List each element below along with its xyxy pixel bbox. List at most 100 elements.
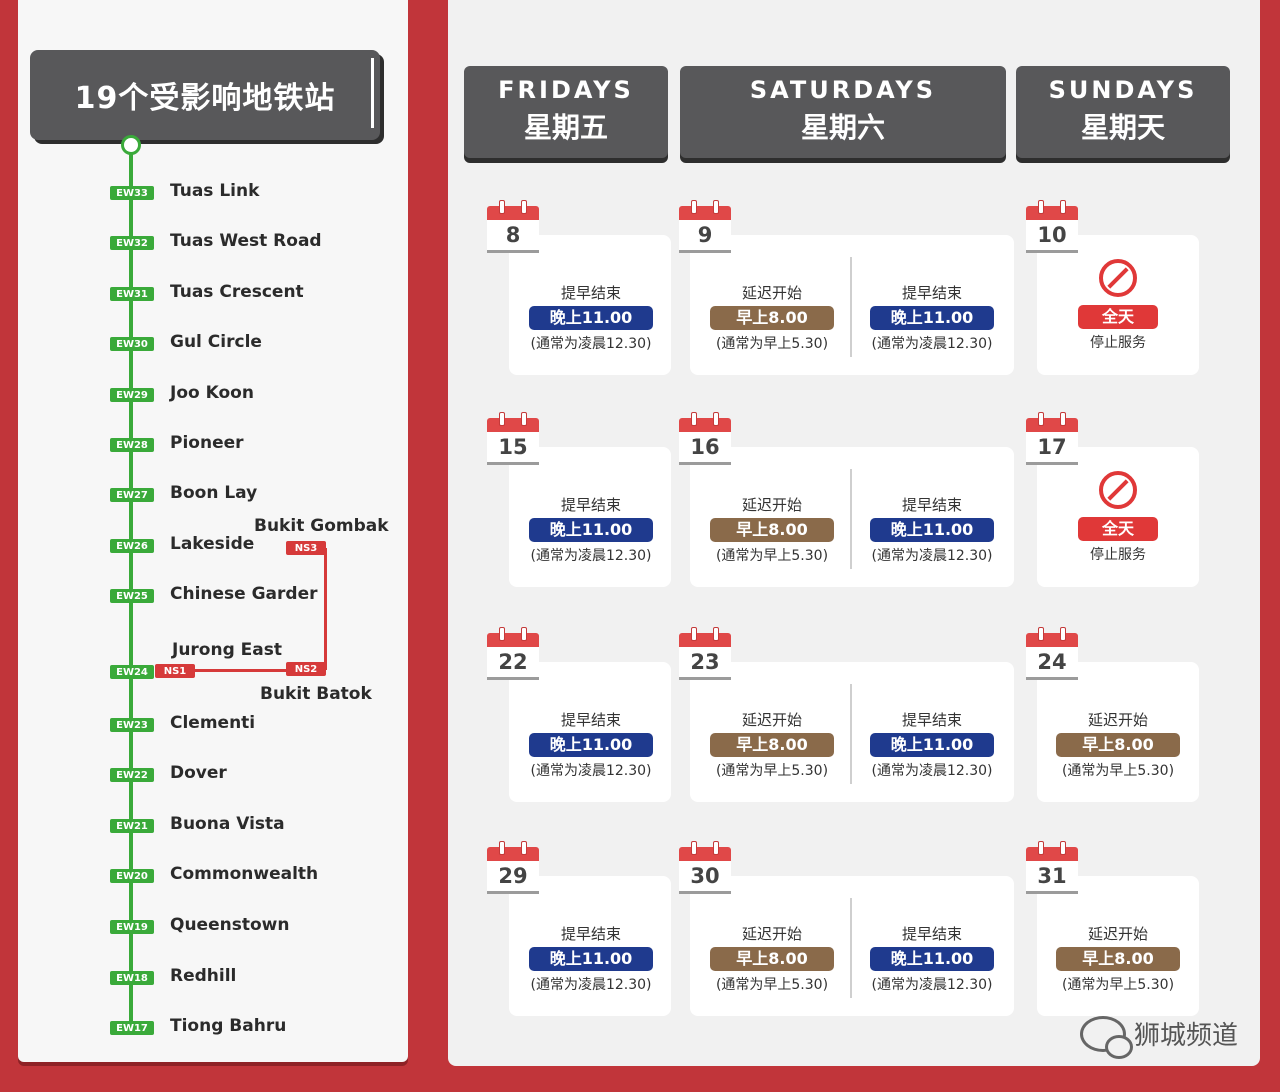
calendar-top (487, 206, 539, 220)
calendar-ring (691, 200, 697, 214)
panel-title: 19个受影响地铁站 (30, 50, 380, 140)
calendar-top (679, 418, 731, 432)
station-name: Pioneer (170, 433, 244, 453)
slot-label: 延迟开始 (1087, 711, 1148, 729)
calendar-top (487, 633, 539, 647)
no-entry-icon (1099, 471, 1137, 509)
no-service-text: 停止服务 (1090, 335, 1146, 351)
no-entry-icon (1099, 259, 1137, 297)
saturday-card (690, 235, 1014, 375)
calendar-top (487, 418, 539, 432)
calendar-ring (713, 841, 719, 855)
service-slot: 提早结束晚上11.00(通常为凌晨12.30) (857, 494, 1007, 565)
slot-note: (通常为凌晨12.30) (871, 977, 993, 993)
calendar-icon: 24 (1026, 627, 1078, 677)
calendar-icon: 15 (487, 412, 539, 462)
calendar-ring (521, 627, 527, 641)
station-name: Chinese Garder (170, 584, 318, 604)
slot-note: (通常为早上5.30) (1061, 763, 1175, 779)
calendar-ring (1038, 841, 1044, 855)
calendar-date: 31 (1026, 861, 1078, 891)
slot-note: (通常为早上5.30) (715, 763, 829, 779)
calendar-top (1026, 847, 1078, 861)
station-name: Tuas Link (170, 181, 260, 201)
time-pill: 早上8.00 (710, 947, 834, 971)
station-code: EW17 (110, 1021, 154, 1035)
friday-card (509, 235, 671, 375)
slot-divider (850, 257, 852, 357)
station-code: EW33 (110, 186, 154, 200)
station-bukit-gombak: Bukit Gombak (254, 516, 389, 536)
calendar-icon: 8 (487, 200, 539, 250)
calendar-date: 23 (679, 647, 731, 677)
time-pill: 晚上11.00 (529, 947, 653, 971)
calendar-ring (521, 412, 527, 426)
header-sunday: SUNDAYS 星期天 (1016, 66, 1230, 158)
ns-line-vertical (324, 548, 327, 670)
no-entry-icon-wrap (1043, 259, 1193, 301)
service-slot: 延迟开始早上8.00(通常为早上5.30) (697, 282, 847, 353)
slot-note: (通常为凌晨12.30) (530, 763, 652, 779)
watermark: 狮城频道 (1079, 1015, 1238, 1059)
station-name: Buona Vista (170, 814, 285, 834)
station-name: Tuas West Road (170, 231, 322, 251)
header-friday-cn: 星期五 (523, 111, 608, 144)
calendar-icon: 31 (1026, 841, 1078, 891)
calendar-ring (1038, 412, 1044, 426)
service-slot: 提早结束晚上11.00(通常为凌晨12.30) (516, 923, 666, 994)
calendar-ring (1060, 412, 1066, 426)
slot-divider (850, 898, 852, 998)
header-saturday-cn: 星期六 (800, 111, 885, 144)
calendar-icon: 23 (679, 627, 731, 677)
header-sunday-en: SUNDAYS (1048, 76, 1198, 104)
calendar-date: 30 (679, 861, 731, 891)
slot-divider (850, 684, 852, 784)
station-name: Tuas Crescent (170, 282, 304, 302)
header-friday-en: FRIDAYS (498, 76, 634, 104)
saturday-card (690, 876, 1014, 1016)
slot-note: (通常为凌晨12.30) (530, 977, 652, 993)
ns-line-horizontal (158, 669, 326, 672)
slot-divider (850, 469, 852, 569)
ns3-code: NS3 (286, 541, 326, 555)
station-code: EW19 (110, 920, 154, 934)
calendar-ring (691, 841, 697, 855)
calendar-top (679, 847, 731, 861)
slot-note: (通常为凌晨12.30) (871, 336, 993, 352)
friday-card (509, 662, 671, 802)
calendar-ring (713, 200, 719, 214)
service-slot: 延迟开始早上8.00(通常为早上5.30) (697, 923, 847, 994)
station-name: Joo Koon (170, 383, 254, 403)
friday-card (509, 876, 671, 1016)
station-name: Lakeside (170, 534, 255, 554)
calendar-ring (1038, 627, 1044, 641)
station-name: Gul Circle (170, 332, 262, 352)
calendar-icon: 22 (487, 627, 539, 677)
slot-label: 提早结束 (901, 496, 962, 514)
calendar-date: 8 (487, 220, 539, 250)
station-name: Dover (170, 763, 227, 783)
calendar-ring (499, 200, 505, 214)
station-code: EW25 (110, 589, 154, 603)
service-slot: 提早结束晚上11.00(通常为凌晨12.30) (516, 709, 666, 780)
slot-label: 提早结束 (560, 496, 621, 514)
closed-slot: 全天停止服务 (1043, 471, 1193, 564)
time-pill: 晚上11.00 (870, 306, 994, 330)
calendar-date: 16 (679, 432, 731, 462)
slot-note: (通常为早上5.30) (715, 548, 829, 564)
slot-label: 提早结束 (901, 711, 962, 729)
station-jurong-east: Jurong East (172, 640, 283, 660)
service-slot: 延迟开始早上8.00(通常为早上5.30) (1043, 709, 1193, 780)
slot-note: (通常为凌晨12.30) (871, 548, 993, 564)
calendar-ring (499, 412, 505, 426)
time-pill: 早上8.00 (710, 733, 834, 757)
calendar-ring (691, 412, 697, 426)
calendar-icon: 10 (1026, 200, 1078, 250)
station-name: Commonwealth (170, 864, 319, 884)
service-slot: 提早结束晚上11.00(通常为凌晨12.30) (516, 494, 666, 565)
header-saturday: SATURDAYS 星期六 (680, 66, 1006, 158)
service-slot: 延迟开始早上8.00(通常为早上5.30) (697, 709, 847, 780)
time-pill: 晚上11.00 (529, 306, 653, 330)
slot-label: 提早结束 (901, 284, 962, 302)
